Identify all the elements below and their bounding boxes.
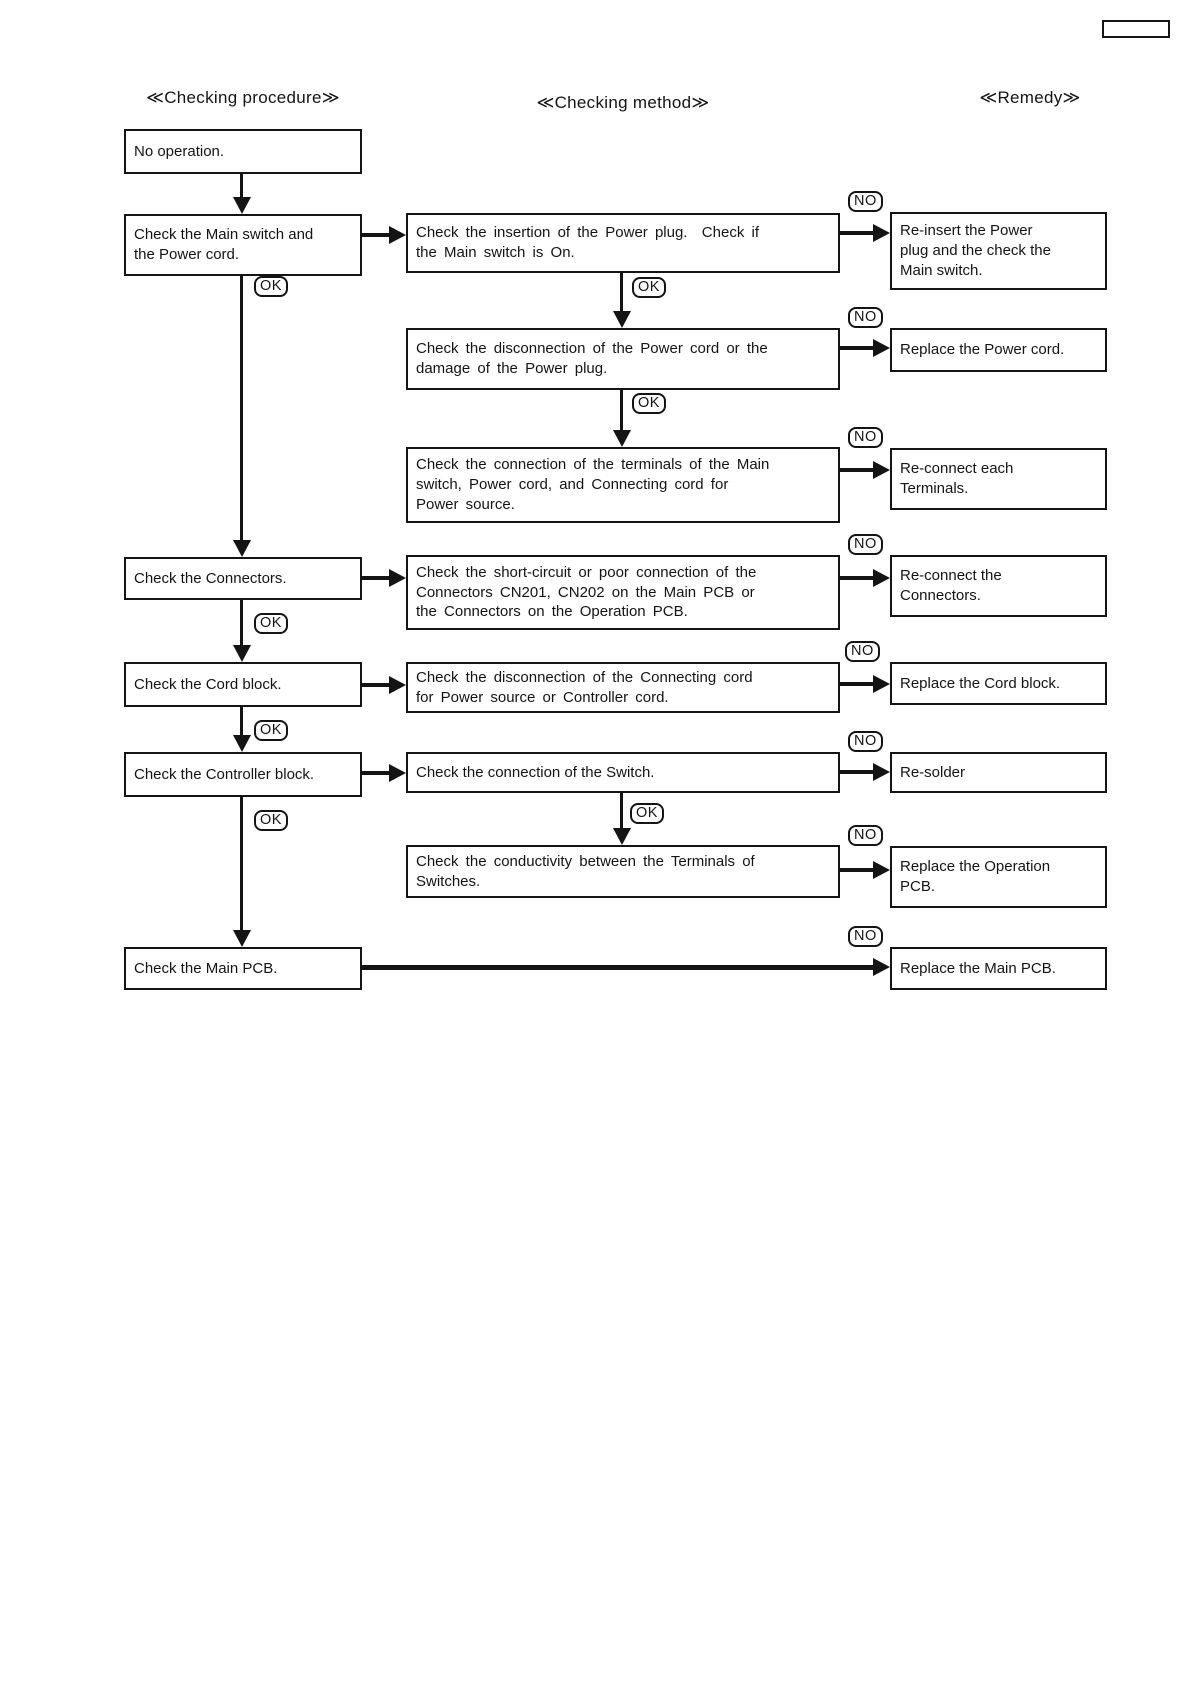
box-check-controller-block: Check the Controller block. bbox=[124, 752, 362, 797]
box-remedy-replace-operation-pcb: Replace the Operation PCB. bbox=[890, 846, 1107, 908]
arrow-right-icon bbox=[873, 339, 890, 357]
box-remedy-replace-cord-block: Replace the Cord block. bbox=[890, 662, 1107, 705]
connector-line bbox=[840, 770, 874, 774]
arrow-right-icon bbox=[873, 224, 890, 242]
arrow-down-icon bbox=[613, 311, 631, 328]
connector-line bbox=[362, 683, 390, 687]
arrow-down-icon bbox=[613, 430, 631, 447]
connector-line bbox=[362, 965, 873, 970]
ok-badge: OK bbox=[632, 393, 666, 414]
box-remedy-resolder: Re-solder bbox=[890, 752, 1107, 793]
box-remedy-replace-power-cord: Replace the Power cord. bbox=[890, 328, 1107, 372]
box-method-short-circuit: Check the short-circuit or poor connecti… bbox=[406, 555, 840, 630]
corner-box bbox=[1102, 20, 1170, 38]
box-check-main-switch: Check the Main switch and the Power cord… bbox=[124, 214, 362, 276]
arrow-right-icon bbox=[389, 764, 406, 782]
no-badge: NO bbox=[848, 534, 883, 555]
connector-line bbox=[840, 868, 874, 872]
ok-badge: OK bbox=[254, 720, 288, 741]
arrow-down-icon bbox=[613, 828, 631, 845]
arrow-right-icon bbox=[389, 676, 406, 694]
arrow-down-icon bbox=[233, 540, 251, 557]
box-no-operation: No operation. bbox=[124, 129, 362, 174]
connector-line bbox=[840, 468, 874, 472]
no-badge: NO bbox=[848, 825, 883, 846]
connector-line bbox=[840, 682, 874, 686]
no-badge: NO bbox=[848, 926, 883, 947]
no-badge: NO bbox=[848, 307, 883, 328]
ok-badge: OK bbox=[254, 276, 288, 297]
arrow-right-icon bbox=[873, 763, 890, 781]
ok-badge: OK bbox=[632, 277, 666, 298]
no-badge: NO bbox=[848, 731, 883, 752]
box-method-power-cord: Check the disconnection of the Power cor… bbox=[406, 328, 840, 390]
no-badge: NO bbox=[845, 641, 880, 662]
arrow-right-icon bbox=[873, 569, 890, 587]
box-method-connecting-cord: Check the disconnection of the Connectin… bbox=[406, 662, 840, 713]
arrow-right-icon bbox=[389, 569, 406, 587]
box-check-cord-block: Check the Cord block. bbox=[124, 662, 362, 707]
arrow-down-icon bbox=[233, 197, 251, 214]
connector-line bbox=[840, 576, 874, 580]
arrow-right-icon bbox=[389, 226, 406, 244]
arrow-down-icon bbox=[233, 645, 251, 662]
connector-line bbox=[240, 600, 243, 647]
box-method-power-plug: Check the insertion of the Power plug. C… bbox=[406, 213, 840, 273]
arrow-down-icon bbox=[233, 930, 251, 947]
box-method-conductivity: Check the conductivity between the Termi… bbox=[406, 845, 840, 898]
box-remedy-reconnect-connectors: Re-connect the Connectors. bbox=[890, 555, 1107, 617]
box-check-main-pcb: Check the Main PCB. bbox=[124, 947, 362, 990]
column-header-procedure: ≪Checking procedure≫ bbox=[146, 88, 340, 107]
box-method-terminals: Check the connection of the terminals of… bbox=[406, 447, 840, 523]
arrow-down-icon bbox=[233, 735, 251, 752]
column-header-remedy: ≪Remedy≫ bbox=[979, 88, 1081, 107]
no-badge: NO bbox=[848, 191, 883, 212]
arrow-right-icon bbox=[873, 958, 890, 976]
ok-badge: OK bbox=[254, 810, 288, 831]
ok-badge: OK bbox=[630, 803, 664, 824]
box-remedy-reconnect-terminals: Re-connect each Terminals. bbox=[890, 448, 1107, 510]
connector-line bbox=[620, 793, 623, 830]
arrow-right-icon bbox=[873, 861, 890, 879]
connector-line bbox=[620, 390, 623, 432]
arrow-right-icon bbox=[873, 675, 890, 693]
box-check-connectors: Check the Connectors. bbox=[124, 557, 362, 600]
connector-line bbox=[240, 797, 243, 932]
connector-line bbox=[620, 272, 623, 313]
connector-line bbox=[362, 576, 390, 580]
connector-line bbox=[240, 276, 243, 542]
connector-line bbox=[840, 231, 874, 235]
connector-line bbox=[240, 174, 243, 200]
no-badge: NO bbox=[848, 427, 883, 448]
ok-badge: OK bbox=[254, 613, 288, 634]
connector-line bbox=[362, 771, 390, 775]
connector-line bbox=[840, 346, 874, 350]
arrow-right-icon bbox=[873, 461, 890, 479]
box-method-switch-connection: Check the connection of the Switch. bbox=[406, 752, 840, 793]
box-remedy-replace-main-pcb: Replace the Main PCB. bbox=[890, 947, 1107, 990]
connector-line bbox=[362, 233, 390, 237]
connector-line bbox=[240, 707, 243, 737]
column-header-method: ≪Checking method≫ bbox=[536, 93, 710, 112]
box-remedy-reinsert-plug: Re-insert the Power plug and the check t… bbox=[890, 212, 1107, 290]
